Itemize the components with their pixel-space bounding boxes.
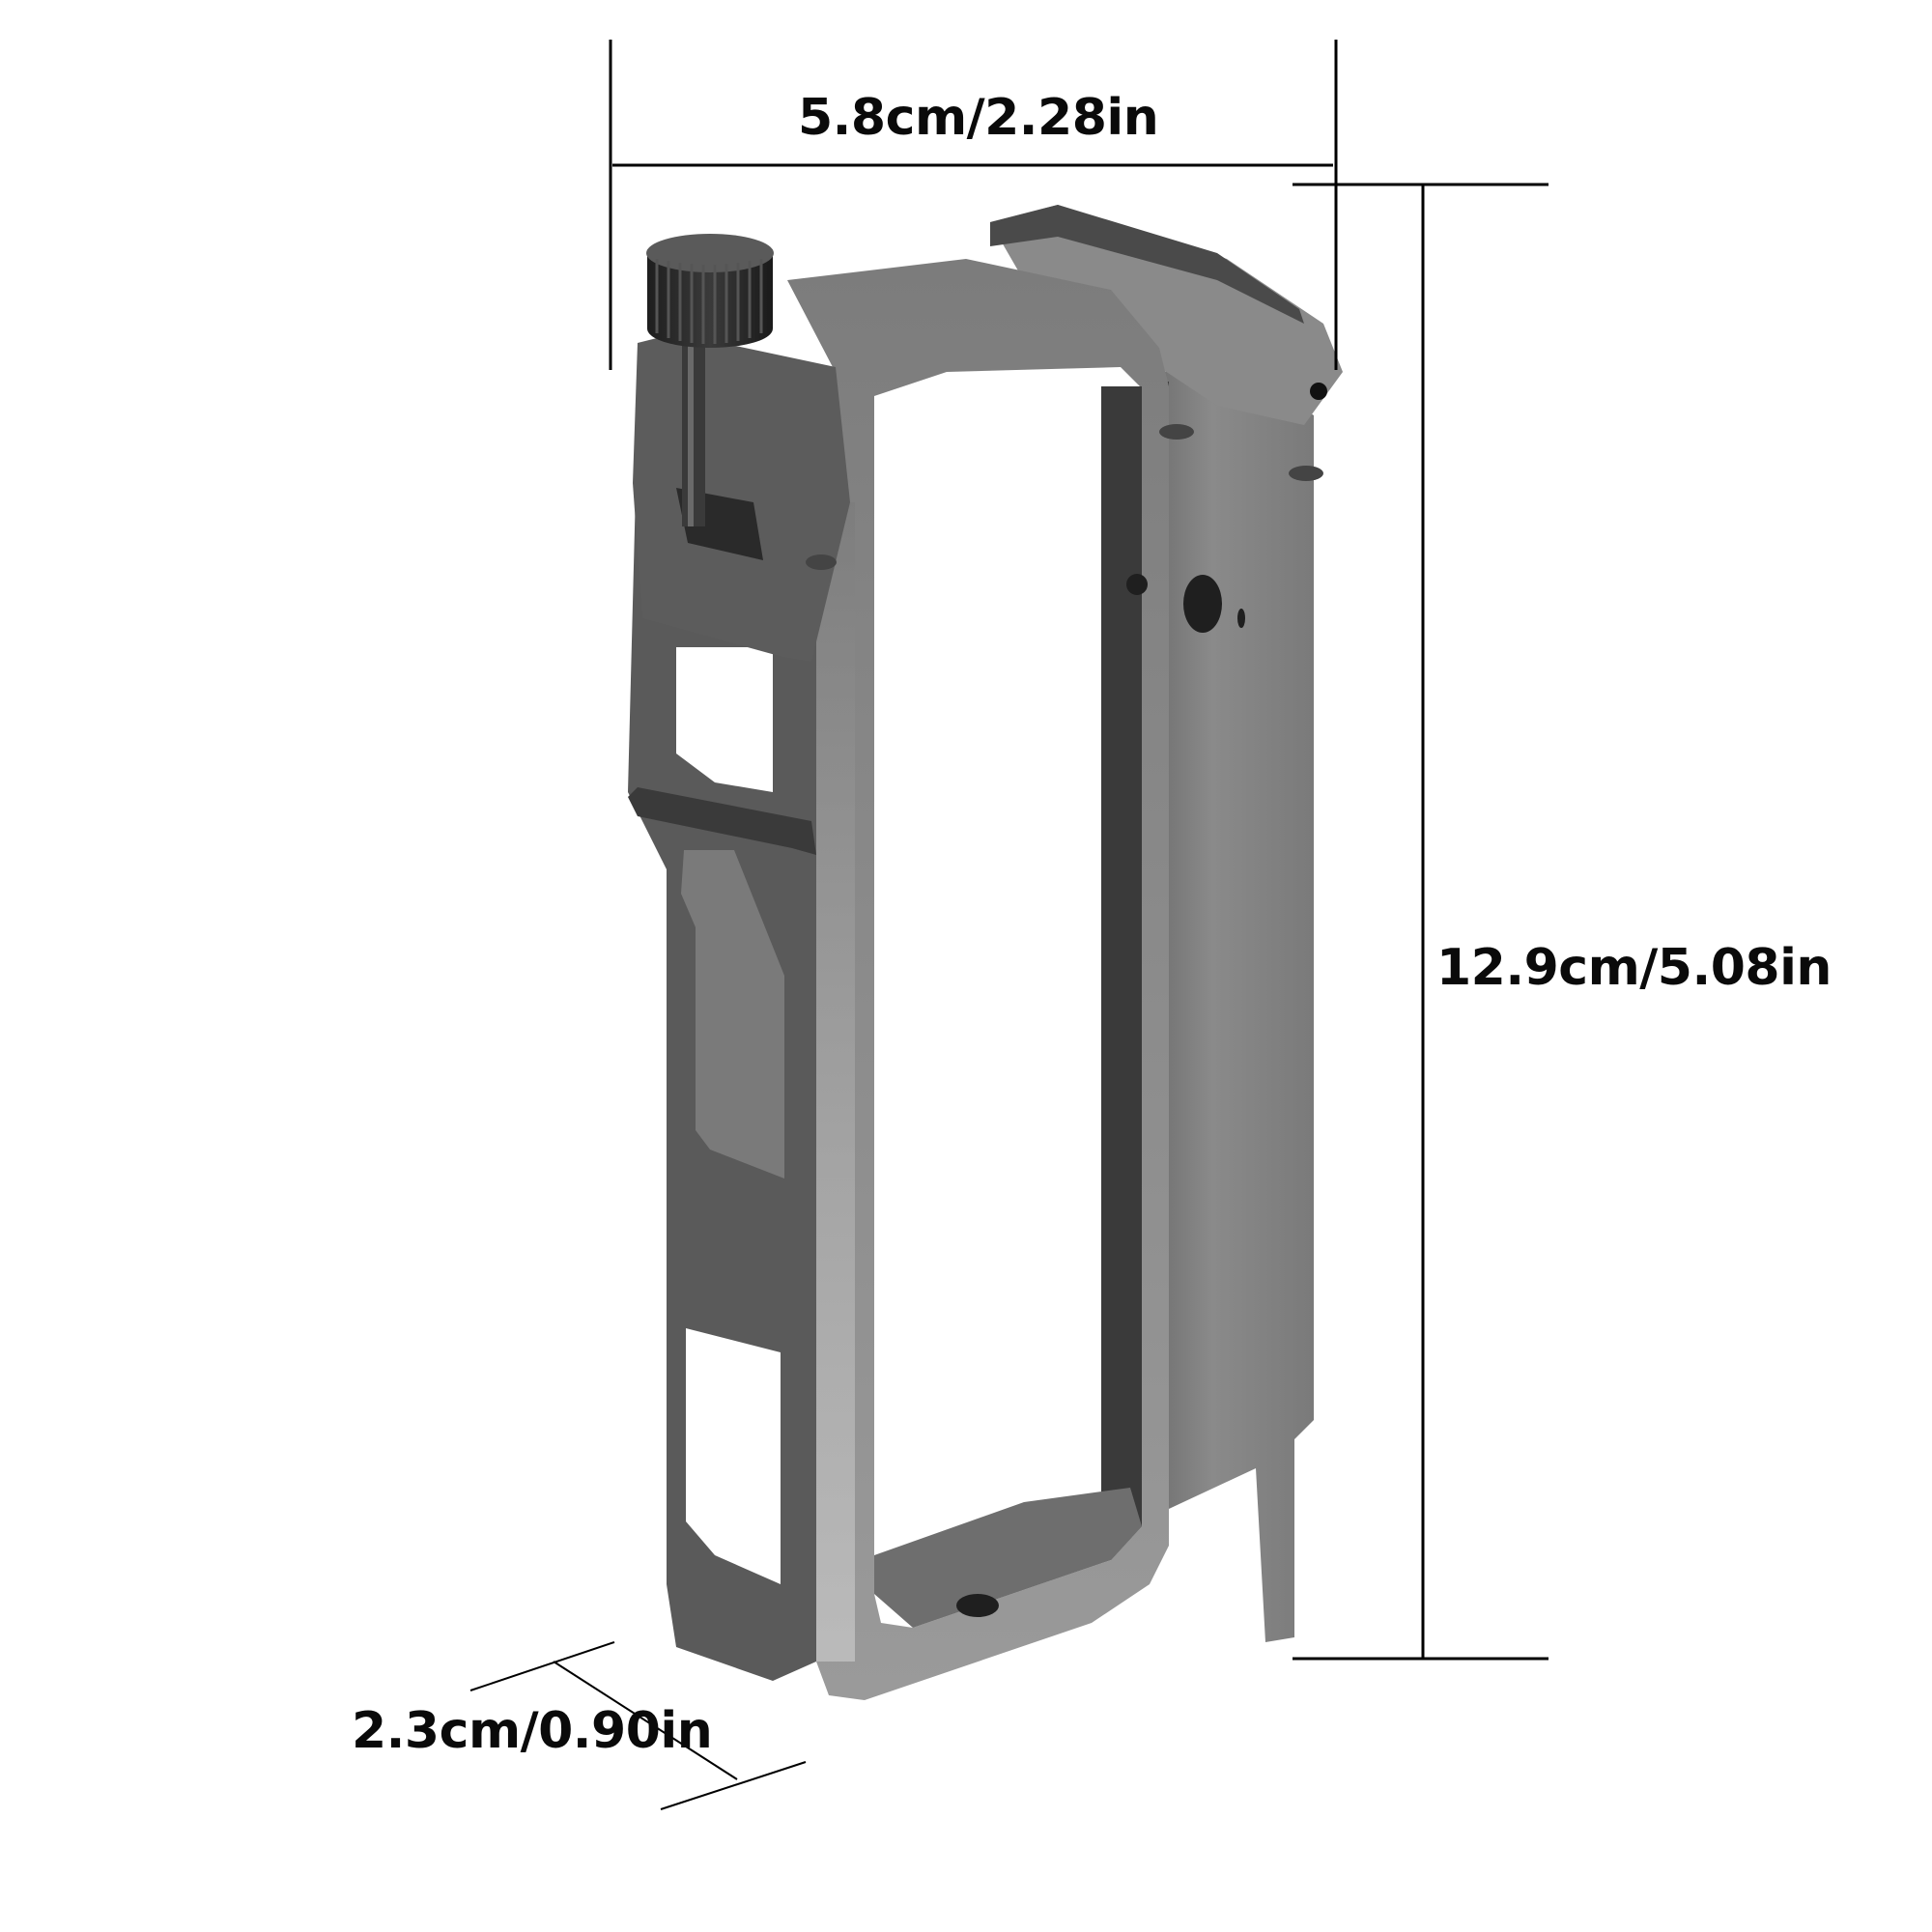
cage-slot-mark bbox=[806, 554, 837, 570]
cage-slot-mark bbox=[1159, 424, 1194, 440]
depth-dimension-line bbox=[553, 1661, 738, 1780]
depth-extension-back bbox=[469, 1641, 615, 1691]
cage-front-left-edge bbox=[816, 502, 855, 1662]
cage-left-cutout-bottom bbox=[686, 1328, 781, 1584]
cage-bottom-plate bbox=[874, 1488, 1142, 1628]
cage-side-hole-small bbox=[1126, 574, 1148, 595]
thumbscrew-knob-icon bbox=[646, 234, 774, 348]
depth-extension-front bbox=[660, 1761, 807, 1810]
cage-left-ledge bbox=[628, 787, 816, 855]
width-label: 5.8cm/2.28in bbox=[798, 89, 1159, 147]
width-dimension bbox=[609, 40, 1338, 370]
height-dimension bbox=[1293, 183, 1548, 1661]
cage-window-depth-right bbox=[1101, 386, 1142, 1560]
cage-bottom-screw-hole bbox=[956, 1594, 999, 1617]
cage-front-window bbox=[874, 367, 1142, 1628]
cage-side-screw-hole bbox=[1183, 575, 1222, 633]
cage-cold-shoe bbox=[990, 205, 1304, 324]
cage-top-back bbox=[990, 205, 1343, 425]
depth-dimension bbox=[469, 1641, 807, 1810]
height-label: 12.9cm/5.08in bbox=[1436, 939, 1832, 997]
cage-left-cutout-top bbox=[676, 647, 773, 792]
cage-top-hole bbox=[1310, 383, 1327, 400]
cage-slot-mark bbox=[1289, 466, 1323, 481]
cage-left-cutout-mid bbox=[681, 850, 784, 1179]
depth-label: 2.3cm/0.90in bbox=[352, 1702, 713, 1760]
cage-clamp-block bbox=[633, 333, 850, 662]
camera-cage bbox=[628, 205, 1343, 1700]
